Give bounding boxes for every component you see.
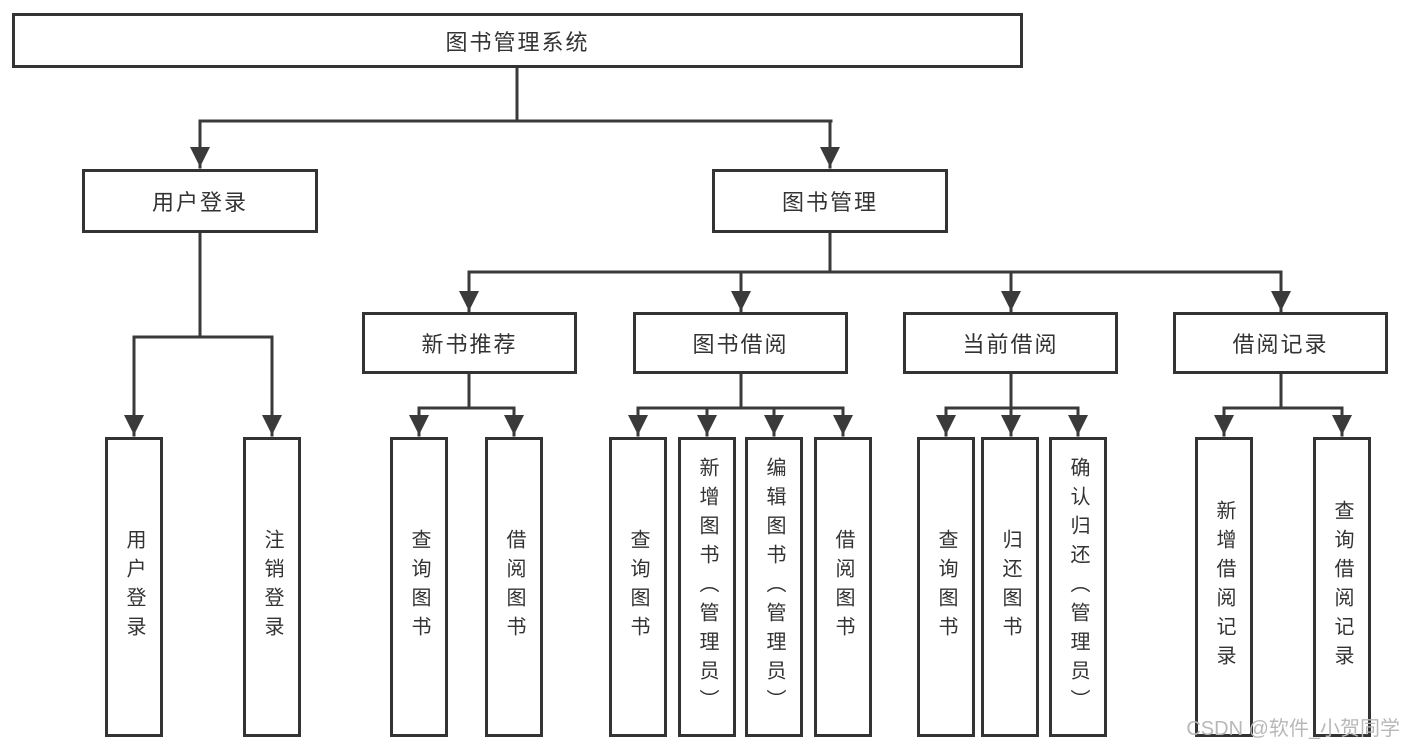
leaf-borrow-books: 借阅图书 (814, 437, 872, 737)
node-label: 新增借阅记录 (1213, 500, 1235, 674)
node-user-login: 用户登录 (82, 169, 318, 233)
node-label: 图书管理系统 (445, 29, 590, 55)
node-label: 归还图书 (999, 529, 1021, 645)
leaf-query-books-recommend: 查询图书 (390, 437, 448, 737)
node-label: 图书借阅 (692, 332, 789, 357)
node-label: 新书推荐 (421, 332, 518, 357)
node-label: 图书管理 (781, 190, 878, 215)
node-label: 用户登录 (151, 190, 248, 215)
leaf-return-books: 归还图书 (981, 437, 1039, 737)
leaf-query-books-borrow: 查询图书 (609, 437, 667, 737)
leaf-user-login: 用户登录 (105, 437, 163, 737)
node-label: 新增图书（管理员） (696, 456, 718, 718)
leaf-logout: 注销登录 (243, 437, 301, 737)
node-label: 查询借阅记录 (1331, 500, 1353, 674)
leaf-borrow-books-recommend: 借阅图书 (485, 437, 543, 737)
node-label: 查询图书 (408, 529, 430, 645)
node-label: 确认归还（管理员） (1067, 456, 1089, 718)
node-current-borrowing: 当前借阅 (903, 312, 1118, 374)
node-label: 当前借阅 (962, 332, 1059, 357)
node-label: 借阅记录 (1232, 332, 1329, 357)
node-label: 借阅图书 (503, 529, 525, 645)
leaf-add-borrow-record: 新增借阅记录 (1195, 437, 1253, 737)
node-book-management: 图书管理 (712, 169, 948, 233)
node-borrowing-records: 借阅记录 (1173, 312, 1388, 374)
node-library-management-system: 图书管理系统 (12, 13, 1023, 68)
leaf-add-books-admin: 新增图书（管理员） (678, 437, 736, 737)
csdn-watermark: CSDN @软件_小贺同学 (1186, 718, 1400, 740)
leaf-query-books-current: 查询图书 (917, 437, 975, 737)
node-label: 编辑图书（管理员） (763, 456, 785, 718)
node-book-borrowing: 图书借阅 (633, 312, 848, 374)
leaf-confirm-return-admin: 确认归还（管理员） (1049, 437, 1107, 737)
node-label: 查询图书 (935, 529, 957, 645)
node-new-book-recommendation: 新书推荐 (362, 312, 577, 374)
leaf-edit-books-admin: 编辑图书（管理员） (745, 437, 803, 737)
node-label: 借阅图书 (832, 529, 854, 645)
node-label: 查询图书 (627, 529, 649, 645)
node-label: 用户登录 (123, 529, 145, 645)
node-label: 注销登录 (261, 529, 283, 645)
leaf-query-borrow-record: 查询借阅记录 (1313, 437, 1371, 737)
